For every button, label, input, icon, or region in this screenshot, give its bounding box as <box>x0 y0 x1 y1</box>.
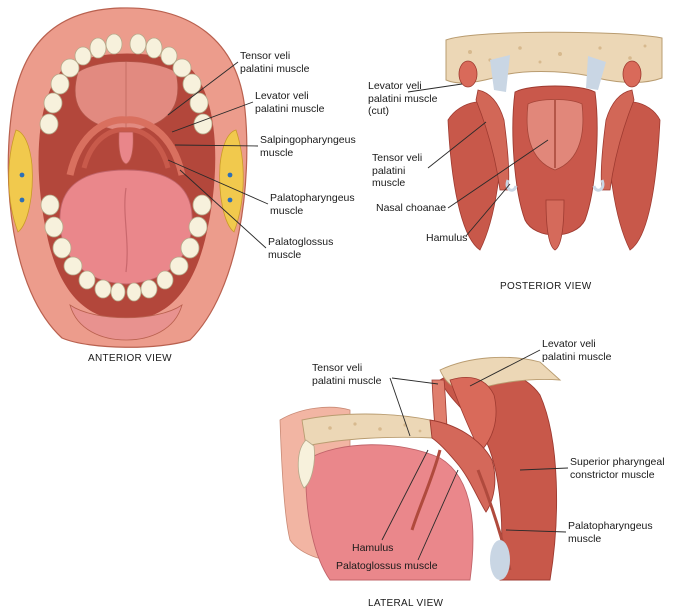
leader-lateral-palatoglossus <box>417 469 459 561</box>
levator-cut-right <box>622 60 642 88</box>
leader-lines <box>167 61 569 561</box>
leader-anterior-levator <box>171 101 254 133</box>
tongue-midline <box>124 187 128 273</box>
leader-posterior-hamulus <box>465 183 511 237</box>
leader-lateral-superior <box>519 467 569 471</box>
leader-anterior-palatoglossus <box>179 169 267 249</box>
left-cheek-fat <box>8 129 33 233</box>
lateral-levator <box>449 377 497 453</box>
anterior-view-illustration <box>7 7 248 348</box>
leader-lateral-hamulus <box>381 449 429 541</box>
duct-dot <box>19 172 25 178</box>
leader-lateral-tensor-1 <box>389 377 411 437</box>
label-anterior-levator: Levator veli palatini muscle <box>255 90 325 115</box>
right-cheek-fat <box>219 129 244 233</box>
palatopharyngeal-arch <box>81 127 171 169</box>
leader-anterior-salpingo <box>174 144 259 147</box>
hard-palate <box>74 61 179 133</box>
label-posterior-tensor: Tensor veli palatini muscle <box>372 152 423 189</box>
duct-dot <box>227 197 233 203</box>
tensor-left <box>475 89 510 191</box>
lateral-view-illustration <box>279 356 562 581</box>
caption-anterior-view: ANTERIOR VIEW <box>88 353 172 364</box>
posterior-uvula <box>545 199 565 251</box>
leader-posterior-tensor <box>427 121 487 169</box>
leader-lateral-palatopharyngeus <box>505 529 567 533</box>
leader-lateral-tensor-2 <box>391 377 439 385</box>
palatoglossal-arch <box>66 116 186 176</box>
uvula <box>118 131 134 165</box>
label-lateral-levator: Levator veli palatini muscle <box>542 338 612 363</box>
soft-palate <box>429 419 496 513</box>
epiglottis-cartilage <box>490 540 510 580</box>
label-posterior-choanae: Nasal choanae <box>376 202 447 214</box>
leader-anterior-tensor <box>167 61 239 116</box>
label-lateral-hamulus: Hamulus <box>352 542 394 554</box>
upper-teeth <box>39 33 213 135</box>
label-anterior-palatoglossus: Palatoglossus muscle <box>268 236 334 261</box>
label-anterior-palatopharyngeus: Palatopharyngeus muscle <box>270 192 355 217</box>
label-anterior-salpingo: Salpingopharyngeus muscle <box>260 134 356 159</box>
label-lateral-tensor: Tensor veli palatini muscle <box>312 362 382 387</box>
duct-dot <box>227 172 233 178</box>
label-posterior-levator-cut: Levator veli palatini muscle (cut) <box>368 80 438 117</box>
palatoglossus-strand <box>410 449 442 531</box>
hamulus-right <box>592 179 605 192</box>
palate-pores <box>328 422 422 433</box>
lower-teeth <box>40 194 212 302</box>
label-lateral-palatoglossus: Palatoglossus muscle <box>336 560 438 572</box>
leader-lateral-levator <box>469 349 541 387</box>
posterior-view-illustration <box>445 31 663 251</box>
tube-cartilage-right <box>586 56 606 90</box>
label-anterior-tensor: Tensor veli palatini muscle <box>240 50 310 75</box>
tensor-right <box>600 89 635 191</box>
tube-cartilage-left <box>490 55 510 92</box>
hard-palate-bone <box>301 413 435 447</box>
hamulus-left <box>505 179 518 192</box>
leader-posterior-choanae <box>447 139 549 209</box>
label-lateral-palatopharyngeus: Palatopharyngeus muscle <box>568 520 653 545</box>
bone-pores <box>468 44 647 64</box>
incisor <box>297 439 315 489</box>
caption-lateral-view: LATERAL VIEW <box>368 598 444 609</box>
duct-dot <box>19 197 25 203</box>
levator-cut-left <box>458 60 478 88</box>
leader-posterior-levator <box>407 83 463 93</box>
lower-lip <box>69 304 183 341</box>
caption-posterior-view: POSTERIOR VIEW <box>500 281 592 292</box>
label-lateral-superior: Superior pharyngeal constrictor muscle <box>570 456 665 481</box>
label-posterior-hamulus: Hamulus <box>426 232 468 244</box>
leader-anterior-palatopharyngeus <box>167 159 269 205</box>
